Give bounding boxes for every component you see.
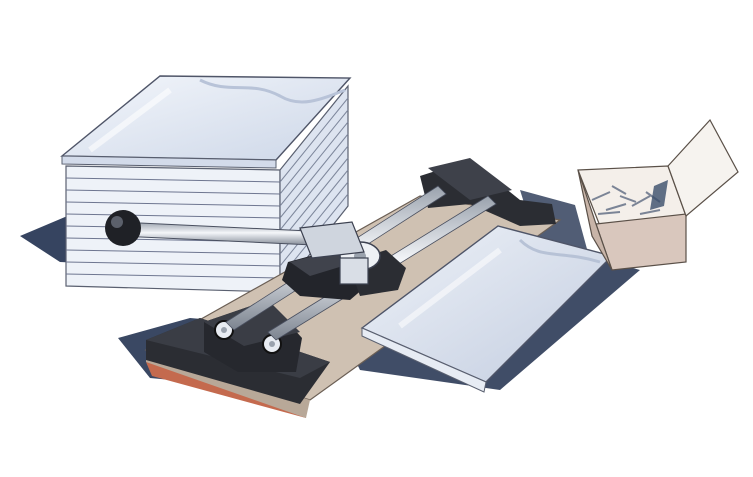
binding-machine <box>144 158 562 418</box>
lever-knob-icon <box>105 210 141 246</box>
binding-clips <box>591 185 661 215</box>
lever-handle <box>105 210 365 259</box>
staple-box <box>577 118 739 271</box>
binding-cover <box>360 225 614 393</box>
